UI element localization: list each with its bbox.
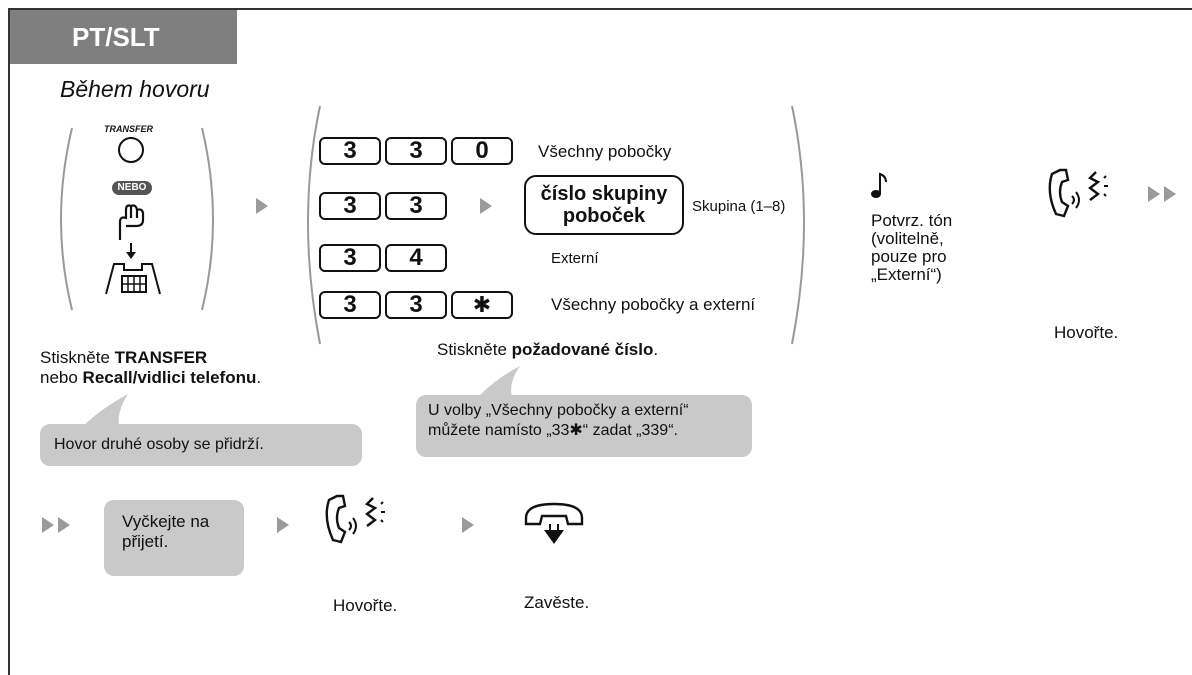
music-note-icon — [871, 172, 887, 198]
step1-parens — [60, 127, 214, 311]
note-bubble-line2: můžete namísto „33✱“ zadat „339“. — [428, 422, 678, 439]
note-bubble: U volby „Všechny pobočky a externí“ může… — [416, 395, 752, 457]
step2-caption-bold: požadované číslo — [511, 340, 654, 359]
group-number-line1: číslo skupiny — [540, 183, 668, 205]
step1-caption-prefix-1: Stiskněte — [40, 348, 115, 367]
continue-arrow-2a — [42, 517, 54, 533]
down-arrow-icon — [126, 243, 136, 259]
tone-line-4: „Externí“) — [871, 265, 942, 284]
step2-caption-suffix: . — [653, 340, 659, 359]
key-row4-1[interactable]: 3 — [319, 291, 381, 319]
continue-arrow-2b — [58, 517, 70, 533]
hang-up-caption: Zavěste. — [524, 593, 590, 612]
flow-arrow-2 — [277, 517, 289, 533]
header-title: PT/SLT — [72, 21, 160, 52]
during-call-label: Během hovoru — [60, 76, 210, 102]
continue-arrow-1b — [1164, 186, 1176, 202]
note-bubble-line1: U volby „Všechny pobočky a externí“ — [428, 402, 689, 419]
step1-caption-bold-2: Recall/vidlici telefonu — [82, 368, 257, 387]
key-row1-2[interactable]: 3 — [385, 137, 447, 165]
step1-caption: Stiskněte TRANSFER nebo Recall/vidlici t… — [40, 348, 261, 388]
transfer-key-label: TRANSFER — [104, 124, 153, 134]
tone-line-2: (volitelně, — [871, 229, 944, 248]
hold-bubble-text: Hovor druhé osoby se přidrží. — [54, 436, 264, 453]
step2-caption-prefix: Stiskněte — [437, 340, 512, 359]
hang-up-icon — [524, 502, 584, 544]
group-number-box[interactable]: číslo skupiny poboček — [524, 175, 684, 235]
wait-bubble-line1: Vyčkejte na — [122, 512, 210, 531]
talk-caption-2: Hovořte. — [333, 596, 398, 615]
hand-press-icon — [118, 204, 145, 240]
key-row1-3[interactable]: 0 — [451, 137, 513, 165]
option-group: Skupina (1–8) — [692, 198, 786, 215]
group-number-line2: poboček — [562, 205, 646, 227]
step2-parens — [307, 105, 805, 345]
option-all-extensions: Všechny pobočky — [538, 142, 672, 161]
transfer-button-icon — [118, 137, 144, 163]
key-row3-2[interactable]: 4 — [385, 244, 447, 272]
header-tab: PT/SLT — [10, 10, 237, 64]
diagram-frame — [8, 8, 1192, 675]
flow-arrow-1 — [256, 198, 268, 214]
key-row2-1[interactable]: 3 — [319, 192, 381, 220]
key-row4-3-star[interactable]: ✱ — [451, 291, 513, 319]
option-all-and-external: Všechny pobočky a externí — [551, 295, 756, 314]
key-row1-1[interactable]: 3 — [319, 137, 381, 165]
confirmation-tone-text: Potvrz. tón (volitelně, pouze pro „Exter… — [871, 212, 952, 284]
talk-caption-1: Hovořte. — [1054, 323, 1119, 342]
step1-caption-suffix-2: . — [256, 368, 262, 387]
step2-caption: Stiskněte požadované číslo. — [437, 340, 658, 360]
key-row2-2[interactable]: 3 — [385, 192, 447, 220]
wait-bubble-line2: přijetí. — [122, 532, 169, 551]
tone-line-3: pouze pro — [871, 247, 947, 266]
step1-caption-prefix-2: nebo — [40, 368, 83, 387]
bubble2-tail — [474, 366, 520, 402]
talk-handset-icon-2 — [325, 494, 385, 544]
flow-arrow-3 — [462, 517, 474, 533]
key-row3-1[interactable]: 3 — [319, 244, 381, 272]
hold-bubble: Hovor druhé osoby se přidrží. — [40, 424, 362, 466]
key-row4-2[interactable]: 3 — [385, 291, 447, 319]
continue-arrow-1a — [1148, 186, 1160, 202]
hookswitch-icon — [105, 263, 161, 295]
flow-arrow-group — [480, 198, 492, 214]
wait-bubble: Vyčkejte na přijetí. — [104, 500, 244, 576]
talk-handset-icon — [1048, 168, 1108, 218]
or-badge: NEBO — [112, 181, 152, 195]
tone-line-1: Potvrz. tón — [871, 211, 953, 230]
bubble1-tail — [80, 394, 128, 430]
step1-caption-bold-1: TRANSFER — [114, 348, 208, 367]
option-external: Externí — [551, 250, 599, 267]
